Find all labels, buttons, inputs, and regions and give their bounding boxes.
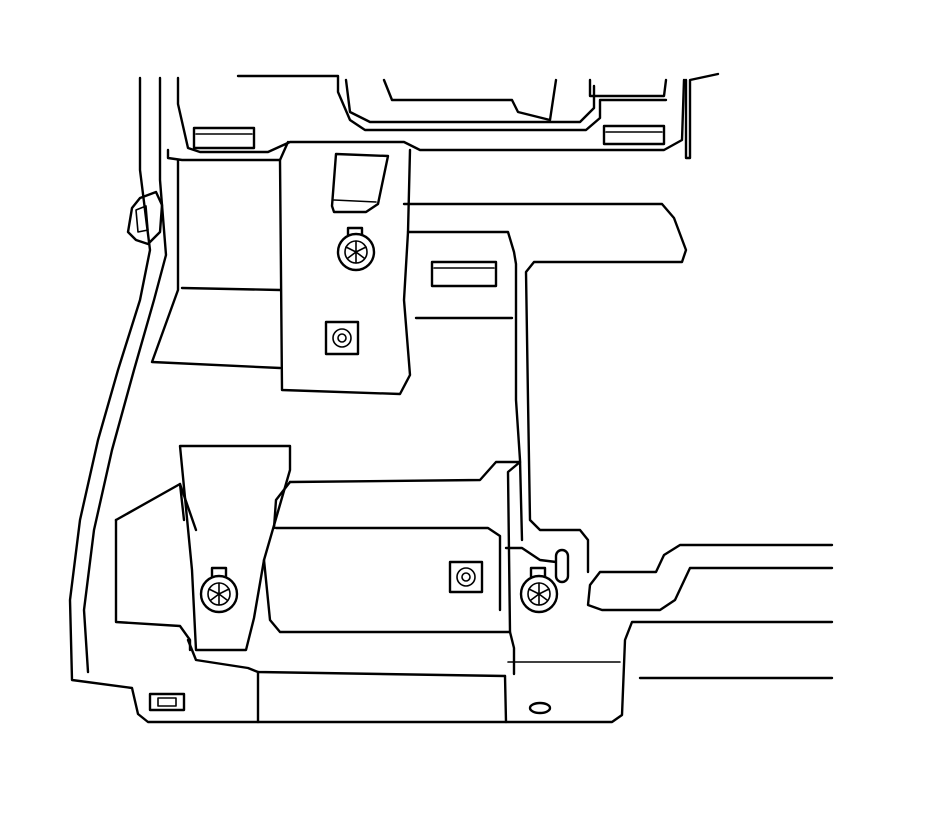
bolt-upper: [336, 226, 376, 272]
side-clip: [126, 190, 164, 246]
nut-upper: [324, 320, 360, 356]
nut-lower-left: [148, 692, 186, 712]
nut-lower-middle: [448, 560, 484, 594]
slot-right: [554, 548, 570, 584]
lower-bracket: [114, 444, 558, 678]
bolt-lower-left: [199, 566, 239, 614]
bolt-lower-right: [519, 566, 559, 614]
drain-hole: [528, 701, 552, 715]
floor-panel: [68, 76, 834, 724]
floor-deck: [150, 158, 688, 574]
top-rim: [166, 72, 720, 162]
upper-bracket: [278, 140, 412, 396]
